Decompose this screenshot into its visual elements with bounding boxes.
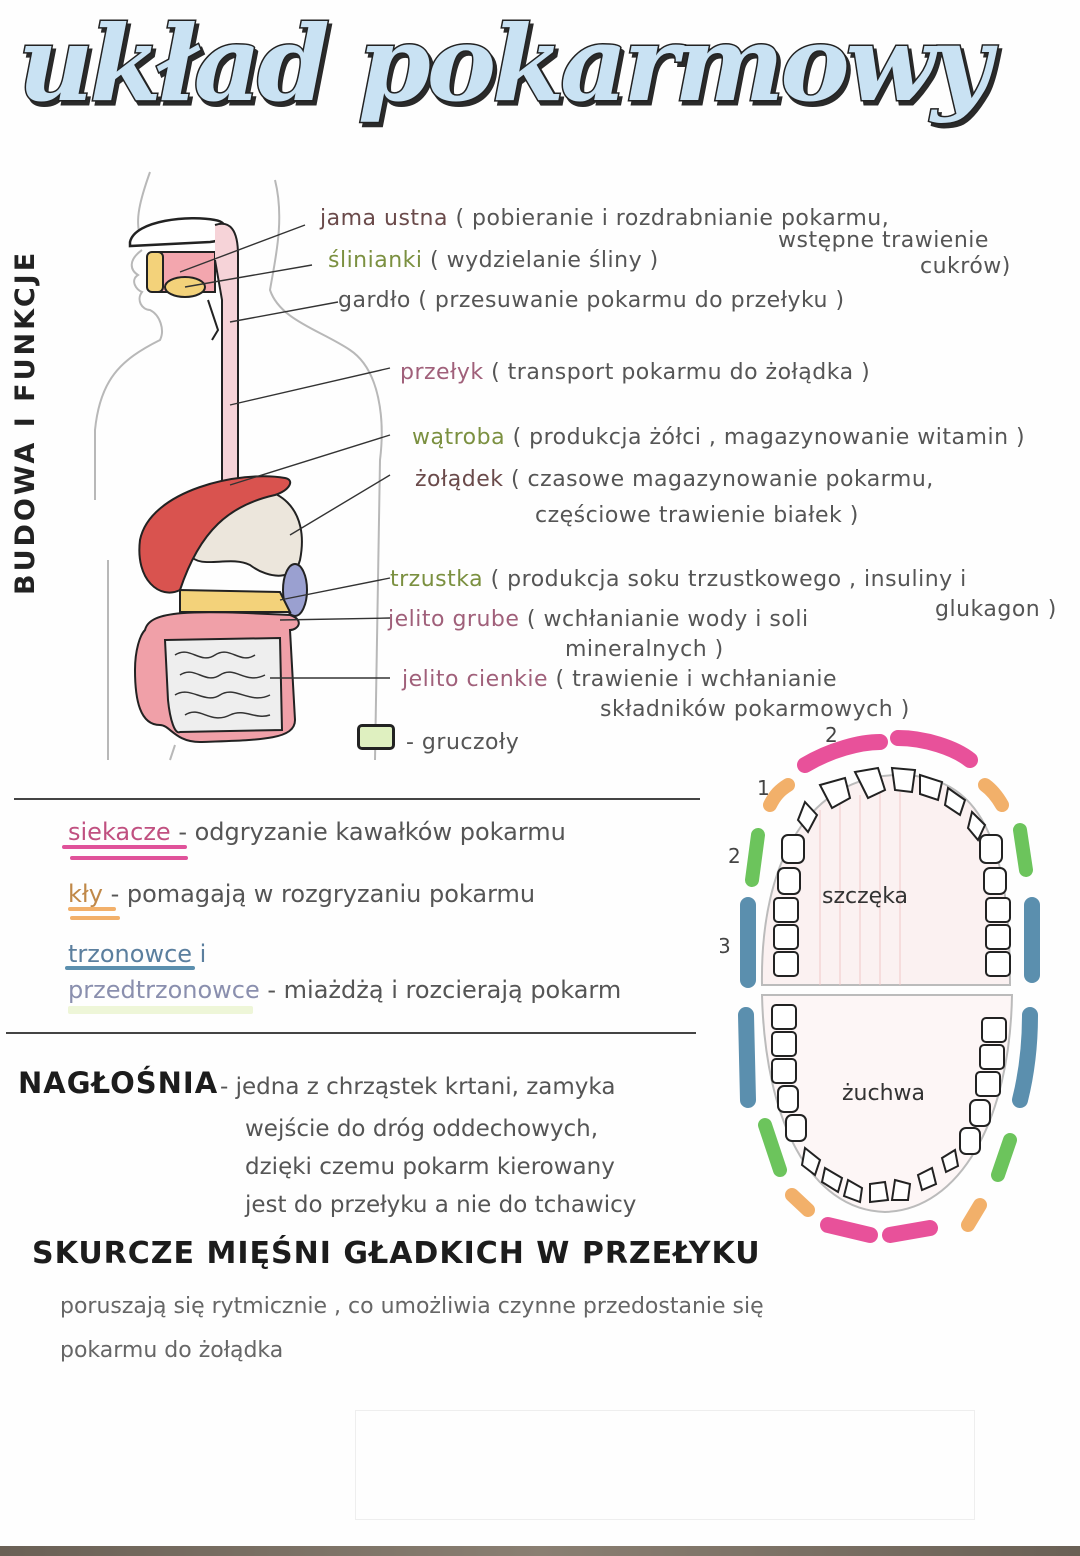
organ-desc-small-intestine-2: składników pokarmowych ) (600, 697, 910, 722)
organ-label-large-intestine: jelito grube ( wchłanianie wody i soli (388, 607, 809, 632)
incisors-underline (62, 845, 187, 849)
canines-underline (68, 907, 116, 911)
organ-desc-mouth-3: cukrów) (920, 254, 1011, 279)
organ-label-mouth: jama ustna ( pobieranie i rozdrabnianie … (320, 206, 890, 231)
glands-legend-label: - gruczoły (406, 730, 520, 755)
count-incisors: 2 (825, 723, 838, 747)
dental-arch-diagram: 2 1 2 3 szczęka żuchwa (718, 720, 1080, 1260)
organ-label-salivary-glands: ślinianki ( wydzielanie śliny ) (328, 248, 659, 273)
teeth-molars: trzonowce i (68, 940, 207, 968)
divider (6, 1032, 696, 1034)
organ-label-esophagus: przełyk ( transport pokarmu do żołądka ) (400, 360, 871, 385)
epiglottis-line-1: - jedna z chrząstek krtani, zamyka (220, 1074, 616, 1100)
faint-bleed-through (355, 1410, 975, 1520)
organ-desc-pancreas-2: glukagon ) (935, 597, 1057, 622)
epiglottis-line-2: wejście do dróg oddechowych, (245, 1116, 599, 1142)
organ-desc-stomach-2: częściowe trawienie białek ) (535, 503, 859, 528)
section-label: BUDOWA I FUNKCJE (10, 249, 41, 595)
teeth-premolars: przedtrzonowce - miażdżą i rozcierają po… (68, 976, 622, 1004)
organ-label-stomach: żołądek ( czasowe magazynowanie pokarmu, (415, 467, 934, 492)
epiglottis-line-4: jest do przełyku a nie do tchawicy (245, 1192, 637, 1218)
teeth-incisors: siekacze - odgryzanie kawałków pokarmu (68, 818, 566, 846)
molars-underline (65, 966, 195, 970)
lower-jaw-label: żuchwa (842, 1081, 925, 1106)
count-canines: 1 (757, 776, 770, 800)
digestive-system-diagram (80, 160, 410, 780)
peristalsis-line-2: pokarmu do żołądka (60, 1338, 284, 1363)
organ-desc-large-intestine-2: mineralnych ) (565, 637, 724, 662)
page-title: układ pokarmowy (0, 0, 1080, 170)
upper-jaw-label: szczęka (822, 884, 908, 909)
divider (14, 798, 700, 800)
peristalsis-line-1: poruszają się rytmicznie , co umożliwia … (60, 1294, 764, 1319)
peristalsis-heading: SKURCZE MIĘŚNI GŁADKICH W PRZEŁYKU (32, 1236, 761, 1271)
epiglottis-heading: NAGŁOŚNIA (18, 1066, 219, 1100)
count-premolars: 2 (728, 844, 741, 868)
premolars-highlight (68, 1006, 253, 1014)
incisors-underline-2 (70, 856, 188, 860)
title-part-1: układ pokarmowy (18, 2, 998, 125)
glands-legend-swatch (357, 724, 395, 750)
organ-label-small-intestine: jelito cienkie ( trawienie i wchłanianie (402, 667, 837, 692)
organ-desc-mouth-2: wstępne trawienie (778, 228, 989, 253)
count-molars: 3 (720, 934, 731, 958)
organ-label-pancreas: trzustka ( produkcja soku trzustkowego ,… (390, 567, 967, 592)
organ-label-liver: wątroba ( produkcja żółci , magazynowani… (412, 425, 1026, 450)
canines-underline-2 (70, 916, 120, 920)
page-edge (0, 1546, 1080, 1556)
epiglottis-line-3: dzięki czemu pokarm kierowany (245, 1154, 615, 1180)
teeth-canines: kły - pomagają w rozgryzaniu pokarmu (68, 880, 536, 908)
organ-label-throat: gardło ( przesuwanie pokarmu do przełyku… (338, 288, 845, 313)
